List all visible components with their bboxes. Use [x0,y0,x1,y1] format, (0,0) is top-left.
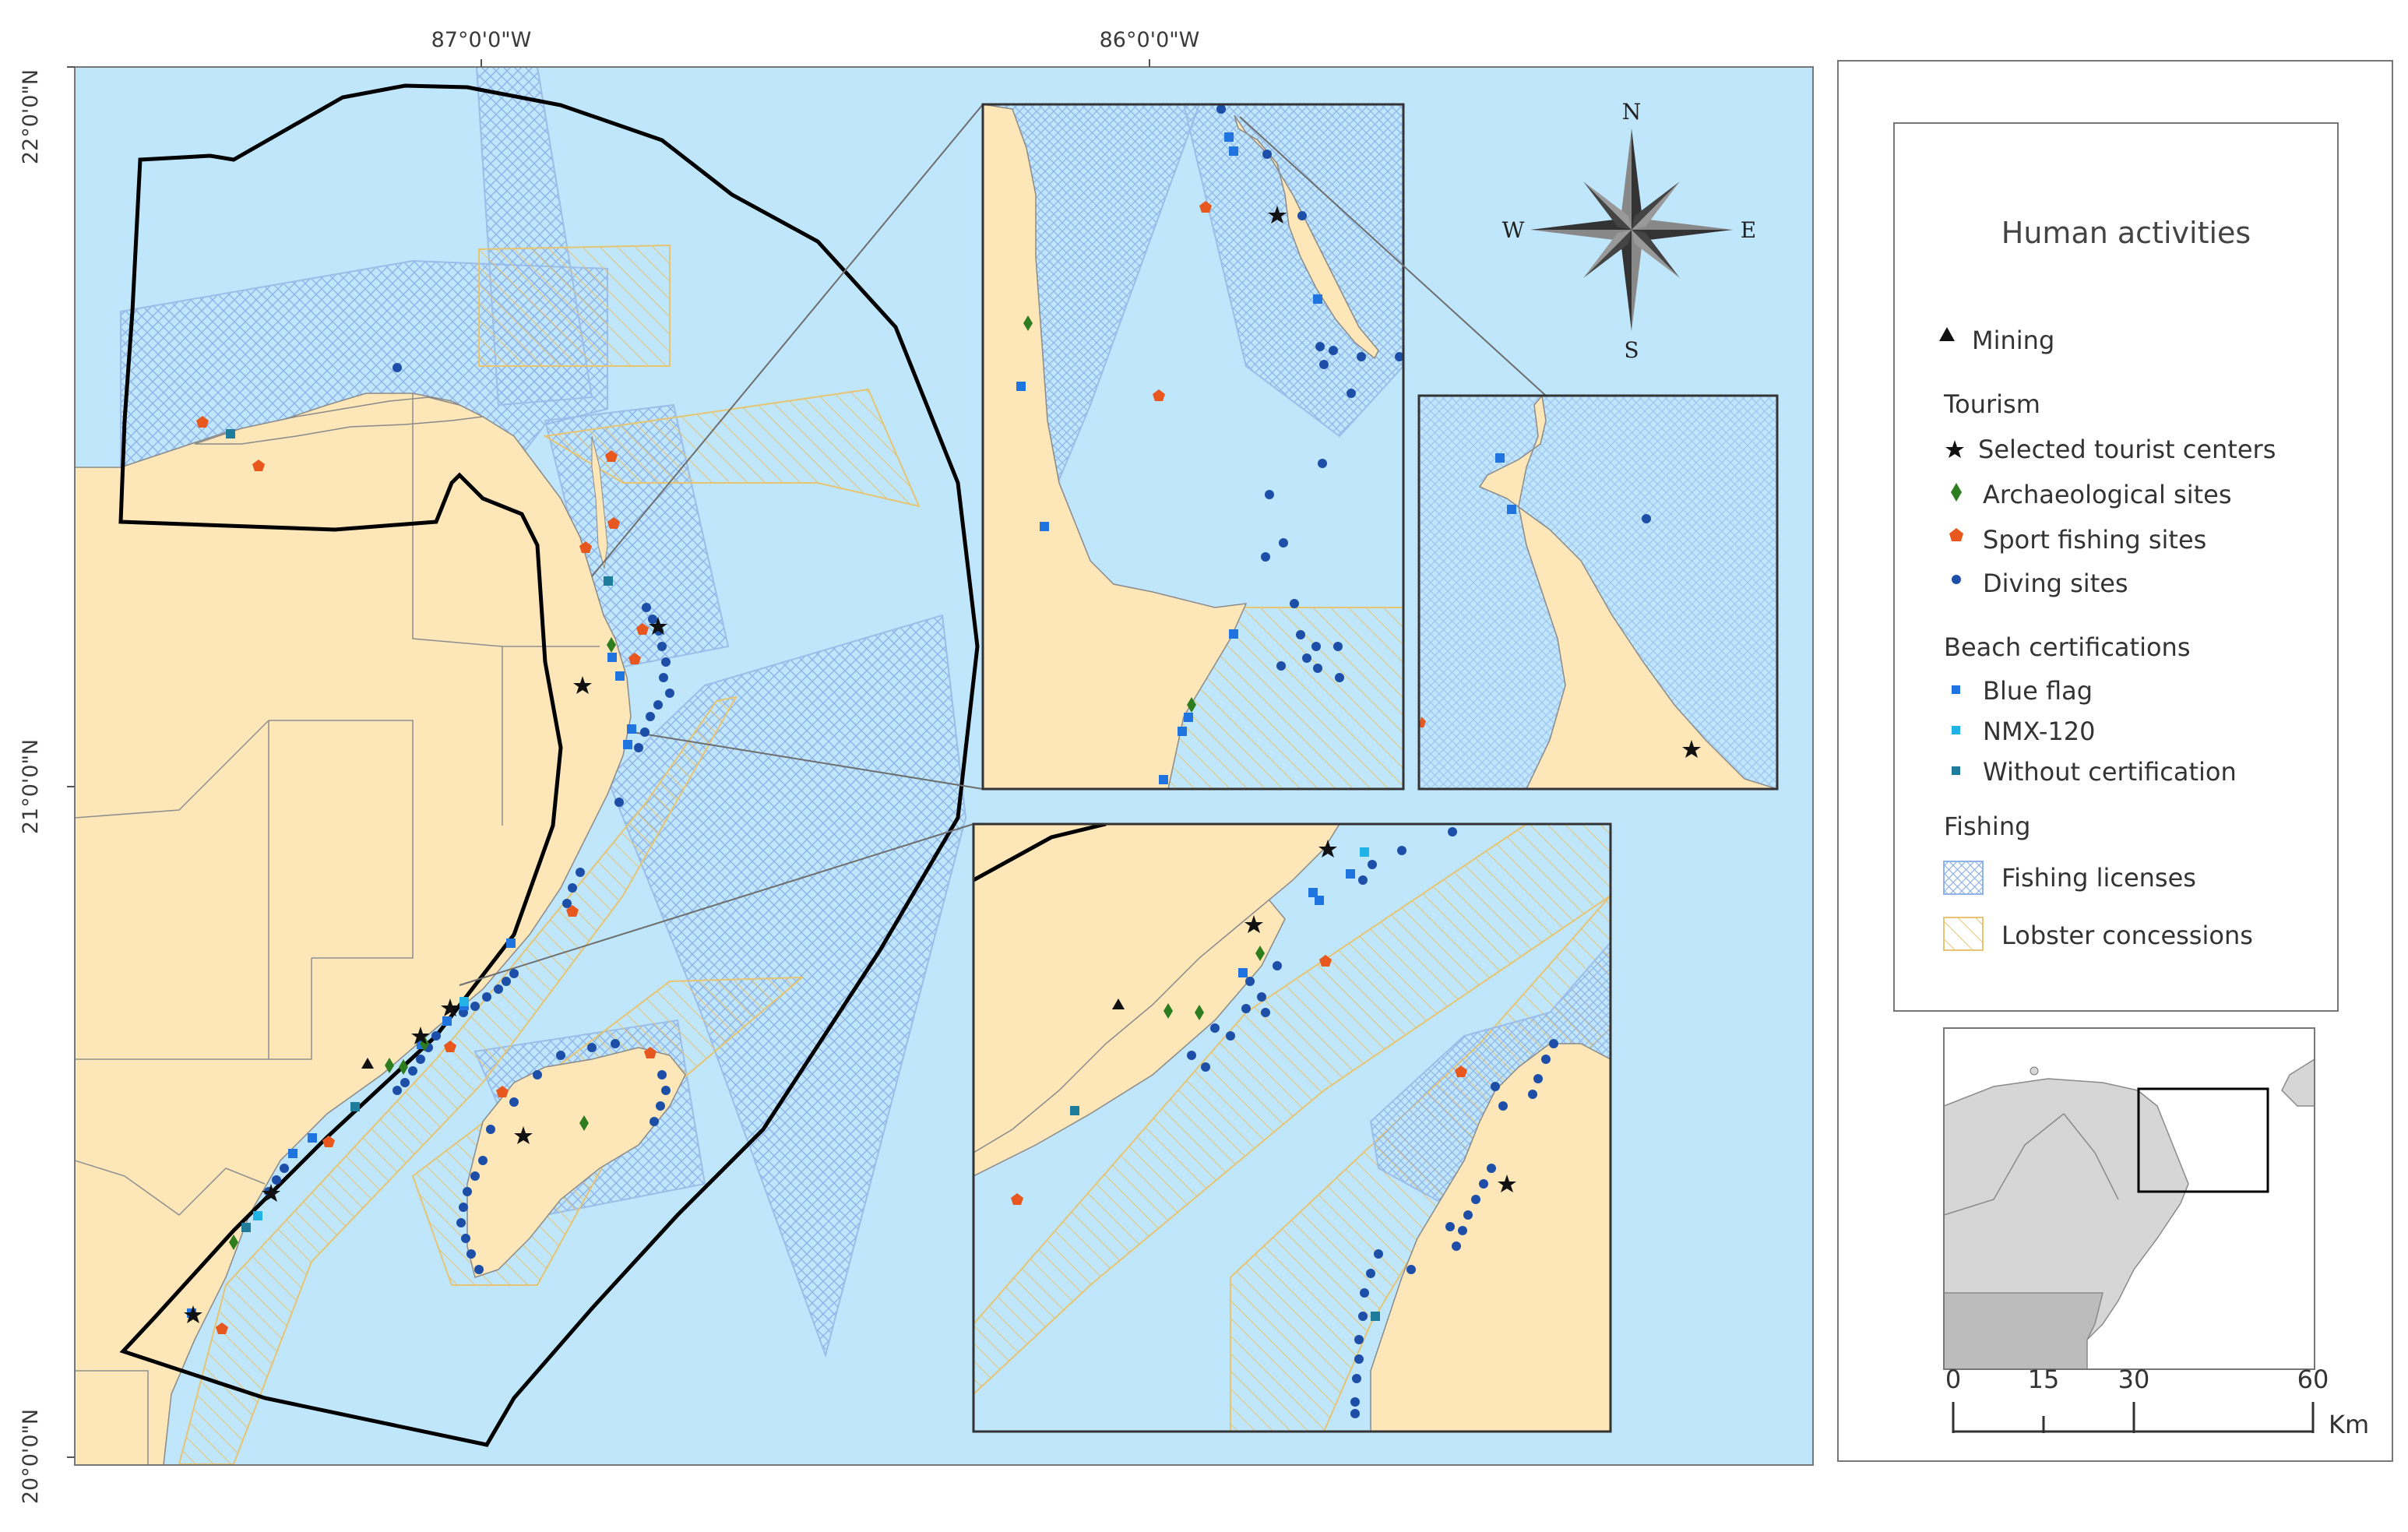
legend-tourist-center-symbol [1945,440,1964,458]
legend-diving-label: Diving sites [1983,569,2128,598]
legend-lobster-symbol [1943,917,1984,951]
locator-map [1944,1028,2315,1369]
legend-uncertified-symbol [1952,766,1960,775]
legend-tourism-heading: Tourism [1943,389,2040,419]
main-map-frame [74,66,1814,1466]
sport-fishing-sites [196,416,657,1334]
inset-island-frame [1417,394,1779,791]
inset-south-frame [972,822,1612,1433]
archaeological-sites [229,637,616,1250]
legend-title: Human activities [2001,216,2251,250]
lon-label-87w: 87°0'0"W [431,28,532,52]
legend-mining-symbol [1939,327,1955,341]
inset-south [973,824,1611,1432]
uncertified-beaches [226,429,613,1232]
legend-nmx120-label: NMX-120 [1983,717,2096,746]
inset-leader-isla [1239,116,1547,396]
inset-island [1419,396,1777,789]
lat-label-22n: 22°0'0"N [19,69,43,164]
tourist-centers [184,617,667,1323]
scale-unit: Km [2329,1410,2369,1439]
legend-mining-label: Mining [1972,326,2054,355]
inset-northeast-frame [981,103,1405,791]
lat-label-20n: 20°0'0"N [19,1409,43,1504]
legend-fishing-license-symbol [1943,861,1984,895]
locator-extent-box [2137,1087,2269,1193]
legend-uncertified-label: Without certification [1983,757,2237,787]
admin-boundaries [75,393,600,1465]
legend-diving-symbol [1952,575,1961,584]
scale-tick-0: 0 [1945,1365,1961,1394]
land-mass [75,393,686,1465]
scale-tick-15: 15 [2028,1365,2060,1394]
graticule [67,59,1150,1458]
scale-bar: 0 15 30 60 Km [1945,1365,2369,1439]
legend-sport-fishing-label: Sport fishing sites [1983,525,2206,555]
legend-archaeological-symbol [1951,483,1962,502]
map-points [184,363,674,1334]
scale-tick-60: 60 [2297,1365,2329,1394]
lat-label-21n: 21°0'0"N [19,739,43,834]
compass-south: S [1624,337,1639,363]
compass-east: E [1741,217,1756,243]
legend-nmx120-symbol [1952,726,1960,734]
compass-north: N [1622,99,1642,125]
legend-tourist-center-label: Selected tourist centers [1978,435,2276,464]
legend-beach-heading: Beach certifications [1944,632,2191,662]
diving-sites [264,363,674,1274]
legend-sport-fishing-symbol [1949,528,1963,541]
scale-tick-30: 30 [2118,1365,2150,1394]
compass-rose: N S E W [1502,99,1757,363]
legend-fishing-license-label: Fishing licenses [2001,863,2196,893]
nmx120-beaches [253,997,469,1220]
inset-leader-lines [459,104,984,986]
lon-label-86w: 86°0'0"W [1100,28,1200,52]
locator-frame [1943,1027,2315,1370]
mining-sites [361,1058,374,1069]
legend-lobster-label: Lobster concessions [2001,921,2253,950]
protected-area-boundary [118,83,980,1447]
legend-fishing-heading: Fishing [1944,812,2030,841]
legend-blue-flag-label: Blue flag [1983,676,2093,706]
legend-blue-flag-symbol [1952,685,1960,694]
inset-northeast [983,104,1403,789]
legend-archaeological-label: Archaeological sites [1983,480,2232,509]
compass-west: W [1502,217,1525,243]
